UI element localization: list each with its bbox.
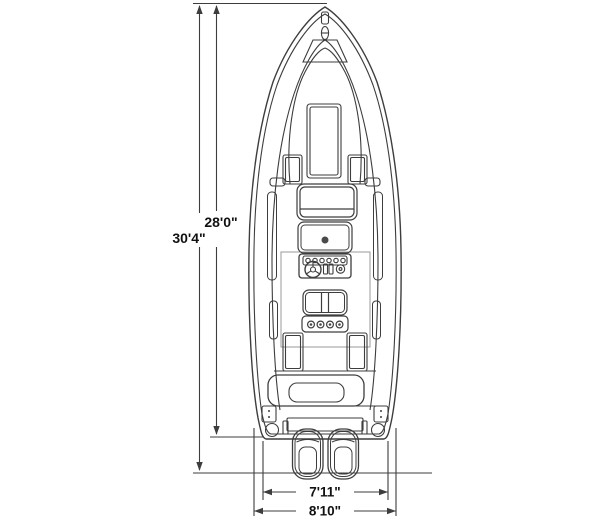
forward-seat-outer	[296, 183, 358, 221]
engine-mount-bar	[286, 417, 364, 432]
aft-cockpit	[267, 332, 376, 407]
bracket-screw-port-2	[268, 416, 270, 418]
outboard-engine-port	[291, 428, 324, 480]
bracket-screw-starboard-1	[380, 410, 382, 412]
anchor-roller	[320, 11, 330, 25]
console-logo	[321, 236, 329, 244]
rod-rack-starboard-fore	[373, 191, 383, 281]
rod-holder-3-hole	[328, 323, 332, 326]
bracket-screw-starboard-2	[380, 416, 382, 418]
engine-mount-cap-starboard	[361, 420, 368, 435]
aft-hatch-starboard-inner	[348, 334, 366, 370]
engine-cowl-seam	[296, 439, 320, 443]
console-body	[297, 221, 353, 254]
arrowhead	[254, 507, 263, 515]
anchor-locker-hatch	[302, 39, 348, 63]
center-console	[297, 221, 353, 254]
console-windshield-frame	[300, 224, 350, 251]
bow-center-hatch-outer	[306, 103, 342, 179]
transom-bench	[267, 374, 365, 407]
engine-cowl-seam	[331, 439, 355, 443]
bow-backrest-port	[269, 177, 286, 187]
rod-holder-2-hole	[319, 323, 322, 326]
rod-holder-1-hole	[309, 323, 313, 326]
bow-side-hatch-port-inner	[284, 156, 301, 183]
transom-hatch-port	[264, 422, 280, 438]
forward-seat-cushion	[299, 186, 355, 218]
switch-strip	[302, 255, 348, 266]
rod-rack-port-fore	[267, 191, 277, 281]
transom-bench-cushion	[288, 382, 345, 403]
arrowhead	[196, 462, 203, 471]
gunwale-rod-racks	[267, 191, 383, 340]
rod-holder-4	[335, 320, 344, 329]
bow-side-hatch-starboard-inner	[349, 156, 366, 183]
bracket-screw-port-1	[268, 410, 270, 412]
steering-wheel-spoke-3	[314, 270, 321, 275]
transom-hatch-starboard	[370, 422, 386, 438]
rod-holder-2	[316, 320, 325, 329]
label-hull-length: 28'0"	[204, 214, 237, 230]
hull-outline	[248, 6, 402, 440]
arrowhead	[213, 426, 220, 435]
rod-holder-3	[326, 320, 335, 329]
console-platform-outline	[280, 251, 371, 348]
bow-fittings	[302, 11, 348, 63]
helm-gauge-center	[338, 267, 343, 271]
engine-cowl-inner	[298, 446, 317, 475]
bow-coaming-edge	[288, 47, 362, 185]
label-beam-width: 8'10"	[309, 504, 341, 519]
arrowhead	[387, 507, 396, 515]
rod-rack-port-aft	[269, 300, 278, 340]
hull-rubrail-edge	[253, 13, 397, 435]
outboard-engine-starboard	[327, 428, 360, 480]
bow-side-hatch-port	[282, 154, 303, 185]
rod-holder-1	[307, 320, 316, 329]
hull-outer-edge	[248, 6, 402, 440]
dimension-labels: 28'0" 30'4" 7'11" 8'10"	[172, 214, 341, 519]
dash-panel	[298, 253, 352, 279]
label-transom-width: 7'11"	[309, 485, 340, 500]
forward-console-seat	[296, 183, 358, 221]
switch-5	[333, 257, 339, 264]
helm-gauge	[335, 264, 346, 274]
engine-cowl-outer	[291, 428, 324, 480]
engine-cowl-outer	[327, 428, 360, 480]
leaning-post-seat	[302, 289, 348, 316]
switch-6	[340, 257, 346, 264]
switch-4	[326, 257, 332, 264]
throttle-lever-2	[328, 263, 334, 275]
label-overall-length: 30'4"	[172, 230, 205, 246]
bow-deck	[269, 103, 381, 187]
engine-cowl-mid	[330, 431, 357, 477]
transom-bracket-starboard	[373, 405, 389, 423]
arrowhead	[263, 488, 272, 496]
throttle-lever-1	[322, 263, 329, 275]
rod-holder-4-hole	[338, 323, 341, 326]
outboard-engines	[291, 428, 360, 480]
engine-mount-cap-port	[282, 420, 289, 435]
steering-wheel-hub	[309, 266, 317, 273]
aft-hatch-port-inner	[284, 334, 302, 370]
engine-cowl-mid	[294, 431, 321, 477]
steering-wheel-spoke-2	[305, 270, 312, 275]
leaning-post-base	[301, 315, 349, 333]
rod-rack-starboard-aft	[372, 300, 381, 340]
switch-3	[319, 257, 325, 264]
leaning-post	[301, 289, 349, 333]
bow-backrest-starboard	[364, 177, 381, 187]
bow-center-hatch-inner	[309, 106, 339, 176]
dimension-lines	[193, 2, 432, 516]
transom-bracket-port	[261, 405, 277, 423]
bow-side-hatch-starboard	[347, 154, 368, 185]
arrowhead	[379, 488, 388, 496]
leaning-post-seat-inner	[305, 292, 345, 313]
helm-dash	[298, 253, 352, 279]
transom	[261, 405, 389, 438]
arrowhead	[196, 5, 203, 14]
arrowhead	[213, 5, 220, 14]
engine-cowl-inner	[334, 446, 353, 475]
switch-2	[312, 257, 318, 264]
